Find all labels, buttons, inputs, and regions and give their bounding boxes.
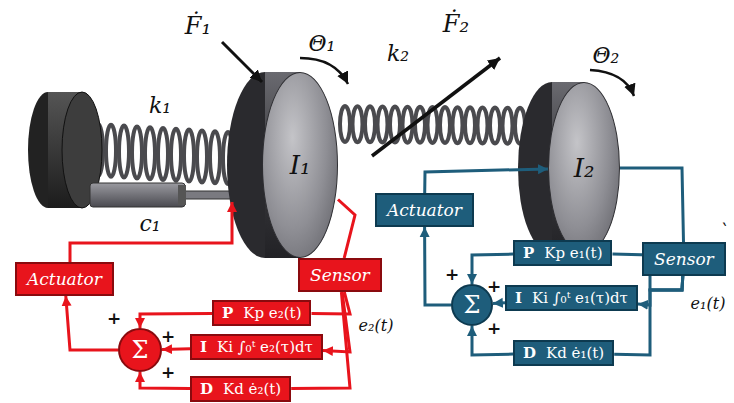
plus-sign: + <box>487 277 501 296</box>
sensor-box: Sensor <box>642 242 726 276</box>
spring-coil <box>478 107 488 143</box>
actuator-box: Actuator <box>15 262 114 296</box>
spring-coil <box>365 106 375 142</box>
inertia-disk: I₁ <box>262 72 338 258</box>
plus-sign: + <box>107 309 121 328</box>
spring-coil <box>197 130 207 182</box>
summing-junction: Σ <box>451 284 493 326</box>
signal-line <box>425 169 548 193</box>
term-letter: D <box>523 344 536 362</box>
inertia-disk: I₂ <box>548 82 620 254</box>
node-text: I₂ <box>574 153 595 183</box>
error-signal-label: e₁(t) <box>689 295 728 313</box>
spring-coil <box>378 106 388 142</box>
angle-label: Θ₂ <box>593 44 620 68</box>
term-letter: I <box>515 289 522 307</box>
plus-sign: + <box>487 319 501 338</box>
spring-coil <box>340 106 350 142</box>
force-arrow <box>222 42 262 82</box>
error-signal-label: e₂(t) <box>357 317 396 335</box>
force-label: Ḟ₁ <box>185 13 211 39</box>
node-text: Ki ∫₀ᵗ e₁(τ)dτ <box>532 289 628 307</box>
term-letter: P <box>222 304 233 322</box>
signal-line <box>162 347 190 351</box>
spring-coil <box>119 126 129 178</box>
spring-coil <box>158 128 168 180</box>
spring-coil <box>184 130 194 182</box>
node-text: Kd ė₁(t) <box>546 344 604 362</box>
node-text: Σ <box>132 336 149 364</box>
pid-term-box: I Ki ∫₀ᵗ e₁(τ)dτ <box>505 285 638 311</box>
stiffness-label: k₂ <box>387 42 409 66</box>
actuator-box: Actuator <box>375 193 474 227</box>
plus-sign: + <box>161 327 175 346</box>
plus-sign: + <box>445 265 459 284</box>
spring-coil <box>415 107 425 143</box>
node-text: Kp e₂(t) <box>243 304 301 322</box>
force-label: Ḟ₂ <box>443 11 469 37</box>
spring-coil <box>145 127 155 179</box>
spring-coil <box>106 125 116 177</box>
signal-line <box>620 168 684 242</box>
spring-coil <box>453 107 463 143</box>
damping-label: c₁ <box>139 212 160 236</box>
sensor-box: Sensor <box>298 258 382 292</box>
pid-term-box: D Kd ė₂(t) <box>190 376 291 402</box>
term-letter: I <box>200 338 207 356</box>
spring-coil <box>132 126 142 178</box>
spring-coil <box>440 107 450 143</box>
actuator-wire <box>70 202 232 262</box>
spring-coil <box>465 107 475 143</box>
node-text: Sensor <box>654 249 714 269</box>
term-letter: D <box>200 380 213 398</box>
signal-line <box>338 200 355 259</box>
spring-coil <box>171 129 181 181</box>
node-text: Actuator <box>27 269 102 289</box>
signal-line <box>493 301 505 305</box>
signal-line <box>140 313 212 328</box>
pid-term-box: P Kp e₁(t) <box>513 240 612 266</box>
damper <box>90 183 237 207</box>
pid-term-box: I Ki ∫₀ᵗ e₂(τ)dτ <box>190 334 323 360</box>
node-text: Ki ∫₀ᵗ e₂(τ)dτ <box>217 338 313 356</box>
summing-junction: Σ <box>118 328 162 372</box>
node-text: Σ <box>464 291 481 319</box>
spring-coil <box>490 108 500 144</box>
node-text: Actuator <box>387 200 462 220</box>
stray-mark: ` <box>720 222 729 242</box>
angle-label: Θ₁ <box>309 32 336 56</box>
node-text: I₁ <box>290 150 311 180</box>
term-letter: P <box>523 244 534 262</box>
spring-coil <box>503 108 513 144</box>
plus-sign: + <box>161 363 175 382</box>
node-text: Sensor <box>310 265 370 285</box>
spring-coil <box>210 131 220 183</box>
node-text: Kd ė₂(t) <box>223 380 281 398</box>
stiffness-label: k₁ <box>149 94 171 118</box>
variable-stiffness-arrow <box>372 58 500 156</box>
pid-term-box: P Kp e₂(t) <box>212 300 311 326</box>
spring-coil <box>353 106 363 142</box>
pid-term-box: D Kd ė₁(t) <box>513 340 614 366</box>
node-text: Kp e₁(t) <box>544 244 602 262</box>
